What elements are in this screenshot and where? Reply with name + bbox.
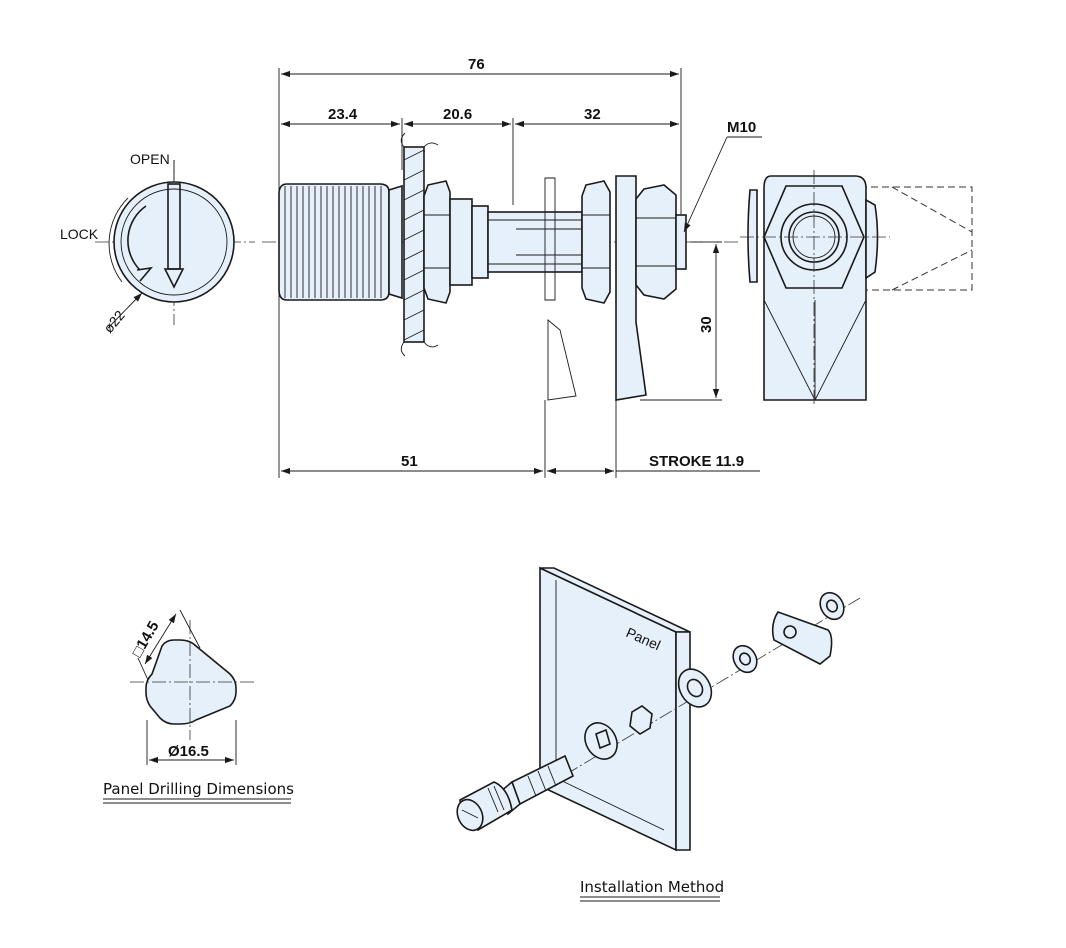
knob-length-label: 23.4 bbox=[328, 106, 358, 123]
front-view bbox=[95, 160, 255, 329]
thread-size-label: M10 bbox=[727, 119, 756, 136]
end-view bbox=[740, 170, 973, 405]
installation-caption: Installation Method bbox=[580, 878, 724, 896]
hole-flat-label: □14.5 bbox=[129, 618, 163, 660]
side-view bbox=[262, 68, 762, 478]
cam-height-label: 30 bbox=[698, 316, 715, 333]
knurl-lines bbox=[284, 186, 382, 298]
body-length-label: 20.6 bbox=[443, 106, 472, 123]
installation-view bbox=[456, 566, 861, 852]
hole-diameter-label: Ø16.5 bbox=[168, 743, 209, 760]
thread-length-label: 32 bbox=[584, 106, 601, 123]
panel-drilling-view bbox=[130, 609, 255, 765]
panel-drilling-caption: Panel Drilling Dimensions bbox=[103, 780, 294, 798]
open-label: OPEN bbox=[130, 151, 170, 167]
stroke-label: STROKE 11.9 bbox=[649, 453, 744, 470]
lock-label: LOCK bbox=[60, 226, 99, 242]
panel-to-cam-label: 51 bbox=[401, 453, 418, 470]
overall-length-label: 76 bbox=[468, 56, 485, 73]
